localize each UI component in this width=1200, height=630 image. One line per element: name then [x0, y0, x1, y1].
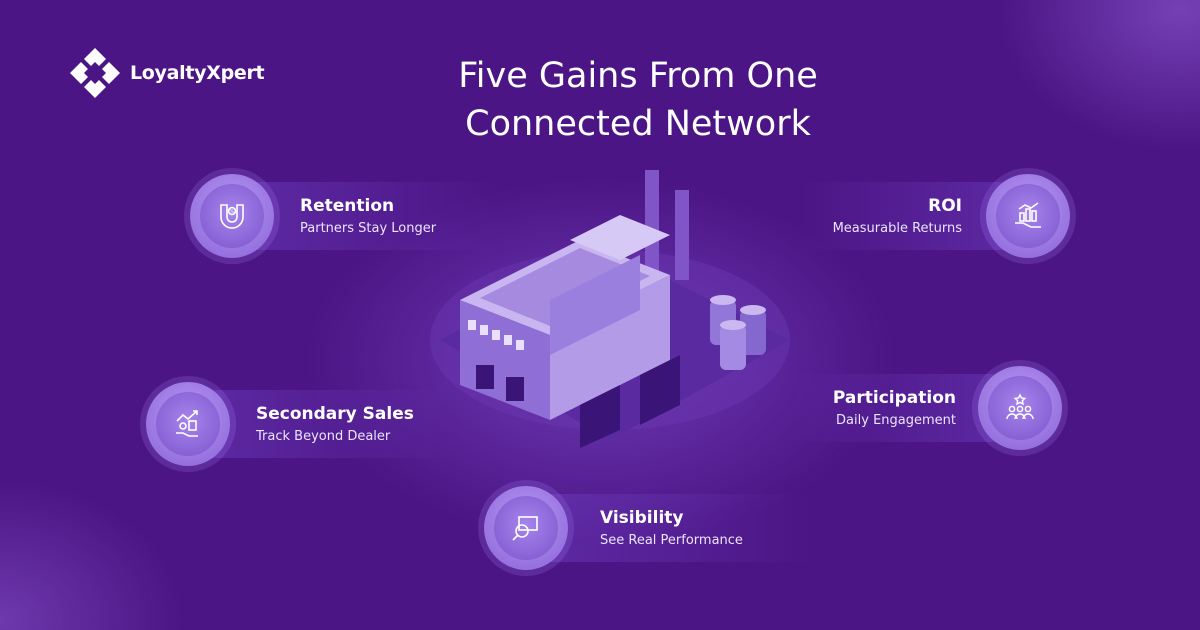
brand-logo: LoyaltyXpert — [68, 46, 265, 100]
svg-text:%: % — [230, 209, 235, 215]
magnet-percent-icon: % — [220, 204, 244, 229]
brand-name: LoyaltyXpert — [130, 62, 265, 84]
roi-title: ROI — [928, 196, 962, 216]
participation-subtitle: Daily Engagement — [836, 413, 956, 428]
gain-roi: ROI Measurable Returns — [800, 174, 1070, 258]
gain-participation: Participation Daily Engagement — [792, 366, 1062, 450]
visibility-subtitle: See Real Performance — [600, 533, 743, 548]
retention-band — [230, 182, 500, 250]
logo-mark-icon — [70, 48, 120, 98]
retention-title: Retention — [300, 196, 395, 216]
people-star-icon — [1006, 393, 1034, 420]
secondary-sales-badge — [146, 382, 230, 466]
gain-retention: % Retention Partners Stay Longer — [190, 174, 500, 258]
title-line-2: Connected Network — [465, 104, 811, 144]
gain-secondary-sales: Secondary Sales Track Beyond Dealer — [146, 382, 456, 466]
gain-visibility: Visibility See Real Performance — [484, 486, 814, 570]
secondary-sales-band — [186, 390, 456, 458]
roi-subtitle: Measurable Returns — [832, 221, 962, 236]
secondary-sales-title: Secondary Sales — [256, 404, 414, 424]
visibility-badge — [484, 486, 568, 570]
participation-title: Participation — [832, 388, 956, 408]
magnifier-screen-icon — [512, 516, 538, 541]
roi-badge — [986, 174, 1070, 258]
retention-badge: % — [190, 174, 274, 258]
factory-illustration — [430, 170, 790, 448]
growth-hand-icon — [1015, 202, 1041, 228]
sales-hand-icon — [176, 410, 198, 437]
retention-subtitle: Partners Stay Longer — [300, 221, 437, 236]
participation-badge — [978, 366, 1062, 450]
visibility-band — [524, 494, 814, 562]
secondary-sales-subtitle: Track Beyond Dealer — [256, 429, 391, 444]
page-title: Five Gains From One Connected Network — [0, 52, 1200, 148]
visibility-title: Visibility — [600, 508, 684, 528]
title-line-1: Five Gains From One — [458, 56, 818, 96]
